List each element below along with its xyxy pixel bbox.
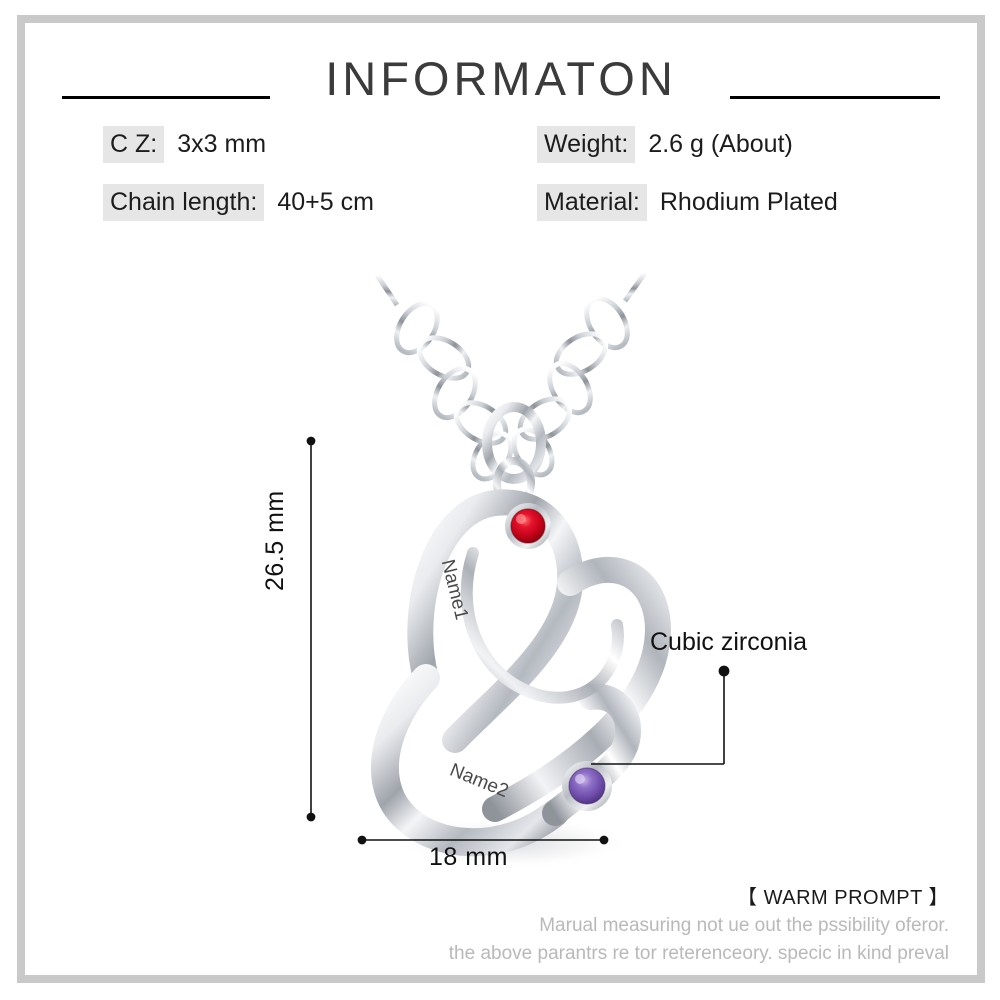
purple-gem bbox=[562, 761, 612, 811]
heart-upper-right-lobe bbox=[482, 556, 671, 822]
spec-label-weight: Weight: bbox=[537, 126, 636, 163]
spec-label-chain-length: Chain length: bbox=[103, 184, 265, 221]
content-area: INFORMATON C Z: 3x3 mm Chain length: 40+… bbox=[25, 23, 977, 975]
spec-row-cz: C Z: 3x3 mm bbox=[103, 126, 266, 163]
cubic-zirconia-callout-label: Cubic zirconia bbox=[650, 628, 808, 656]
engraving-name2-text: Name2 bbox=[447, 760, 512, 802]
heart-lower-arm bbox=[370, 664, 569, 857]
necklace-chain bbox=[374, 271, 648, 482]
spec-label-material: Material: bbox=[537, 184, 647, 221]
heart-pendant bbox=[370, 489, 671, 857]
warm-prompt-line-1: Marual measuring not ue out the pssibili… bbox=[539, 915, 949, 936]
spec-value-chain-length: 40+5 cm bbox=[277, 188, 374, 216]
spec-label-cz: C Z: bbox=[103, 126, 165, 163]
spec-value-weight: 2.6 g (About) bbox=[648, 130, 793, 158]
product-image: Name1 Name2 bbox=[25, 253, 977, 893]
title-rule-left bbox=[62, 96, 270, 99]
spec-value-material: Rhodium Plated bbox=[659, 188, 838, 216]
height-dimension-label: 26.5 mm bbox=[261, 490, 289, 591]
spec-row-weight: Weight: 2.6 g (About) bbox=[537, 126, 793, 163]
spec-row-material: Material: Rhodium Plated bbox=[537, 184, 838, 221]
warm-prompt-line-2: the above parantrs re tor reterenceory. … bbox=[448, 943, 949, 964]
spec-table: C Z: 3x3 mm Chain length: 40+5 cm Weight… bbox=[25, 126, 977, 246]
page-title: INFORMATON bbox=[325, 52, 677, 105]
title-rule-right bbox=[730, 96, 940, 99]
heart-inner-ribbon bbox=[460, 547, 624, 704]
width-dimension-label: 18 mm bbox=[429, 843, 508, 871]
red-gem bbox=[505, 503, 551, 549]
header: INFORMATON bbox=[25, 48, 977, 118]
warm-prompt-title: 【 WARM PROMPT 】 bbox=[737, 887, 949, 909]
heart-upper-arm bbox=[407, 489, 584, 753]
necklace-illustration: Name1 Name2 bbox=[370, 271, 671, 869]
warm-prompt: 【 WARM PROMPT 】 Marual measuring not ue … bbox=[389, 885, 949, 968]
spec-row-chain-length: Chain length: 40+5 cm bbox=[103, 184, 374, 221]
spec-value-cz: 3x3 mm bbox=[177, 130, 267, 158]
